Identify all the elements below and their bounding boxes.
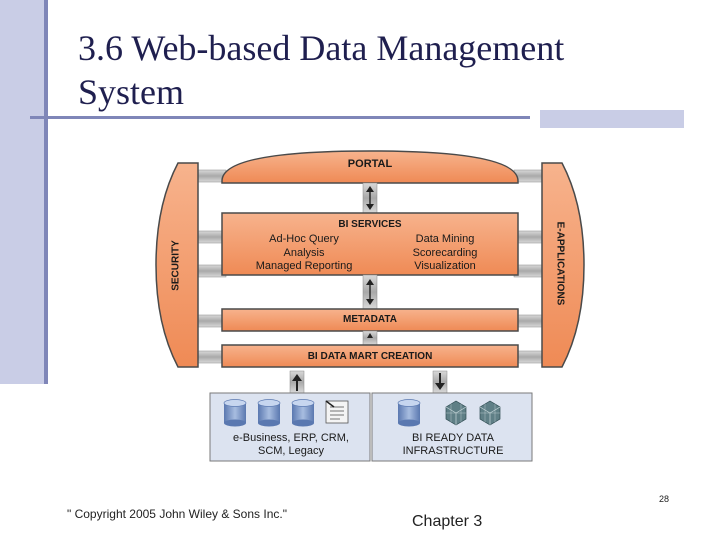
bi-ready-text: BI READY DATA INFRASTRUCTURE xyxy=(374,432,532,458)
security-label: SECURITY xyxy=(170,240,182,291)
left-accent-edge xyxy=(44,0,48,384)
portal-label: PORTAL xyxy=(347,158,393,170)
slide-title-line2: System xyxy=(78,72,185,112)
page-number: 28 xyxy=(659,494,670,504)
source-line: INFRASTRUCTURE xyxy=(402,445,504,457)
source-line: e-Business, ERP, CRM, xyxy=(233,432,349,444)
up-arrow-icon xyxy=(292,374,302,391)
bi-service-item: Data Mining xyxy=(415,233,475,245)
bi-services-left-list: Ad-Hoc Query Analysis Managed Reporting xyxy=(244,233,364,274)
bi-services-right-list: Data Mining Scorecarding Visualization xyxy=(390,233,500,274)
bi-service-item: Analysis xyxy=(283,246,325,259)
source-line: SCM, Legacy xyxy=(257,445,325,457)
slide-title: 3.6 Web-based Data Management System xyxy=(78,26,678,114)
bi-services-label: BI SERVICES xyxy=(338,219,402,230)
database-icon xyxy=(223,399,247,427)
chapter-label: Chapter 3 xyxy=(412,513,483,530)
title-underline xyxy=(30,116,530,119)
bidirectional-arrow-icon xyxy=(366,279,374,305)
up-arrow-icon xyxy=(367,333,373,338)
database-icons-right xyxy=(397,399,501,427)
security-pillar xyxy=(155,162,199,368)
bi-service-item: Scorecarding xyxy=(412,246,478,259)
bi-data-mart-label: BI DATA MART CREATION xyxy=(307,351,433,362)
portal-box xyxy=(221,150,519,184)
bidirectional-arrow-icon xyxy=(366,186,374,210)
source-line: BI READY DATA xyxy=(412,432,494,444)
bi-data-mart-box xyxy=(221,344,519,368)
e-applications-pillar xyxy=(541,162,585,368)
architecture-diagram xyxy=(155,150,585,462)
document-icon xyxy=(325,400,349,424)
bi-service-item: Visualization xyxy=(414,260,476,272)
left-accent-bar xyxy=(0,0,47,384)
operational-sources-text: e-Business, ERP, CRM, SCM, Legacy xyxy=(212,432,370,458)
metadata-label: METADATA xyxy=(343,314,397,325)
database-icon xyxy=(397,399,421,427)
data-cube-icon xyxy=(445,400,467,426)
slide-title-line1: 3.6 Web-based Data Management xyxy=(78,28,565,68)
database-icon xyxy=(257,399,281,427)
data-cube-icon xyxy=(479,400,501,426)
bi-service-item: Managed Reporting xyxy=(255,260,353,272)
down-arrow-icon xyxy=(435,373,445,390)
title-underline-accent xyxy=(540,110,684,128)
database-icon xyxy=(291,399,315,427)
copyright-notice: " Copyright 2005 John Wiley & Sons Inc." xyxy=(67,507,287,521)
database-icons-left xyxy=(223,399,349,427)
bi-service-item: Ad-Hoc Query xyxy=(269,233,339,245)
e-applications-label: E-APPLICATIONS xyxy=(554,221,566,306)
